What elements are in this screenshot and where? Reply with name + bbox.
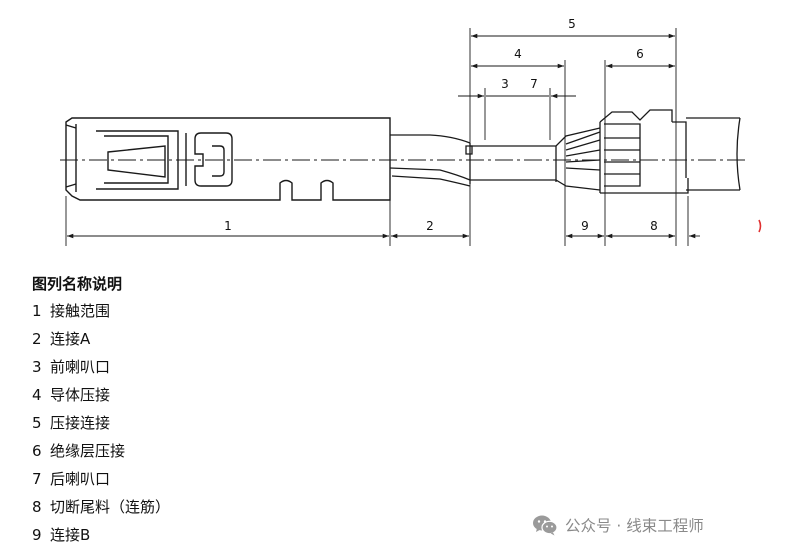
legend-item-number: 9 <box>32 526 42 544</box>
legend-item-number: 4 <box>32 386 42 404</box>
legend-item: 5 压接连接 <box>32 409 170 437</box>
legend-item: 1 接触范围 <box>32 297 170 325</box>
legend-item-number: 6 <box>32 442 42 460</box>
watermark: 公众号 · 线束工程师 <box>532 512 704 538</box>
legend-list: 1 接触范围 2 连接A 3 前喇叭口 4 导体压接 5 压接连接 6 绝缘层压接 7 后喇叭… <box>32 297 170 549</box>
dim-label-8: 8 <box>650 219 658 233</box>
legend-item-text: 压接连接 <box>50 414 111 432</box>
legend-item-number: 7 <box>32 470 42 488</box>
legend-item: 6 绝缘层压接 <box>32 437 170 465</box>
legend-title: 图列名称说明 <box>32 275 123 293</box>
dim-label-1: 1 <box>224 219 232 233</box>
legend-item-text: 后喇叭口 <box>50 470 111 488</box>
dim-label-3: 3 <box>501 77 509 91</box>
cable <box>686 117 741 191</box>
legend-item-number: 1 <box>32 302 42 320</box>
watermark-text: 公众号 · 线束工程师 <box>565 517 704 535</box>
dim-label-4: 4 <box>514 47 522 61</box>
legend-item-text: 导体压接 <box>50 386 111 404</box>
legend-item-text: 连接B <box>50 526 91 544</box>
legend-item: 4 导体压接 <box>32 381 170 409</box>
dim-label-9: 9 <box>581 219 589 233</box>
legend-item-text: 前喇叭口 <box>50 358 111 376</box>
dimension-numbers: 5 4 6 3 7 1 2 9 8 <box>224 17 658 233</box>
legend-item-text: 切断尾料（连筋） <box>50 498 171 516</box>
dim-label-5: 5 <box>568 17 576 31</box>
legend-item: 8 切断尾料（连筋） <box>32 493 170 521</box>
crimp-terminal-diagram: 5 4 6 3 7 1 2 9 8 <box>60 17 762 246</box>
legend-item: 9 连接B <box>32 521 170 549</box>
legend-item-text: 接触范围 <box>50 302 111 320</box>
legend-item-number: 5 <box>32 414 42 432</box>
legend-item-text: 连接A <box>50 330 91 348</box>
terminal-contact-body <box>65 117 391 201</box>
legend-item: 7 后喇叭口 <box>32 465 170 493</box>
legend-item: 2 连接A <box>32 325 170 353</box>
dimension-lines <box>67 33 700 239</box>
crimp-section <box>389 109 689 194</box>
legend-item-number: 8 <box>32 498 42 516</box>
legend-item-text: 绝缘层压接 <box>50 442 126 460</box>
legend-item: 3 前喇叭口 <box>32 353 170 381</box>
red-edge-mark <box>758 219 762 233</box>
legend-item-number: 3 <box>32 358 42 376</box>
dim-label-7: 7 <box>530 77 538 91</box>
legend-item-number: 2 <box>32 330 42 348</box>
dim-label-2: 2 <box>426 219 434 233</box>
extension-lines <box>65 28 689 246</box>
wechat-icon <box>533 515 558 536</box>
dim-label-6: 6 <box>636 47 644 61</box>
